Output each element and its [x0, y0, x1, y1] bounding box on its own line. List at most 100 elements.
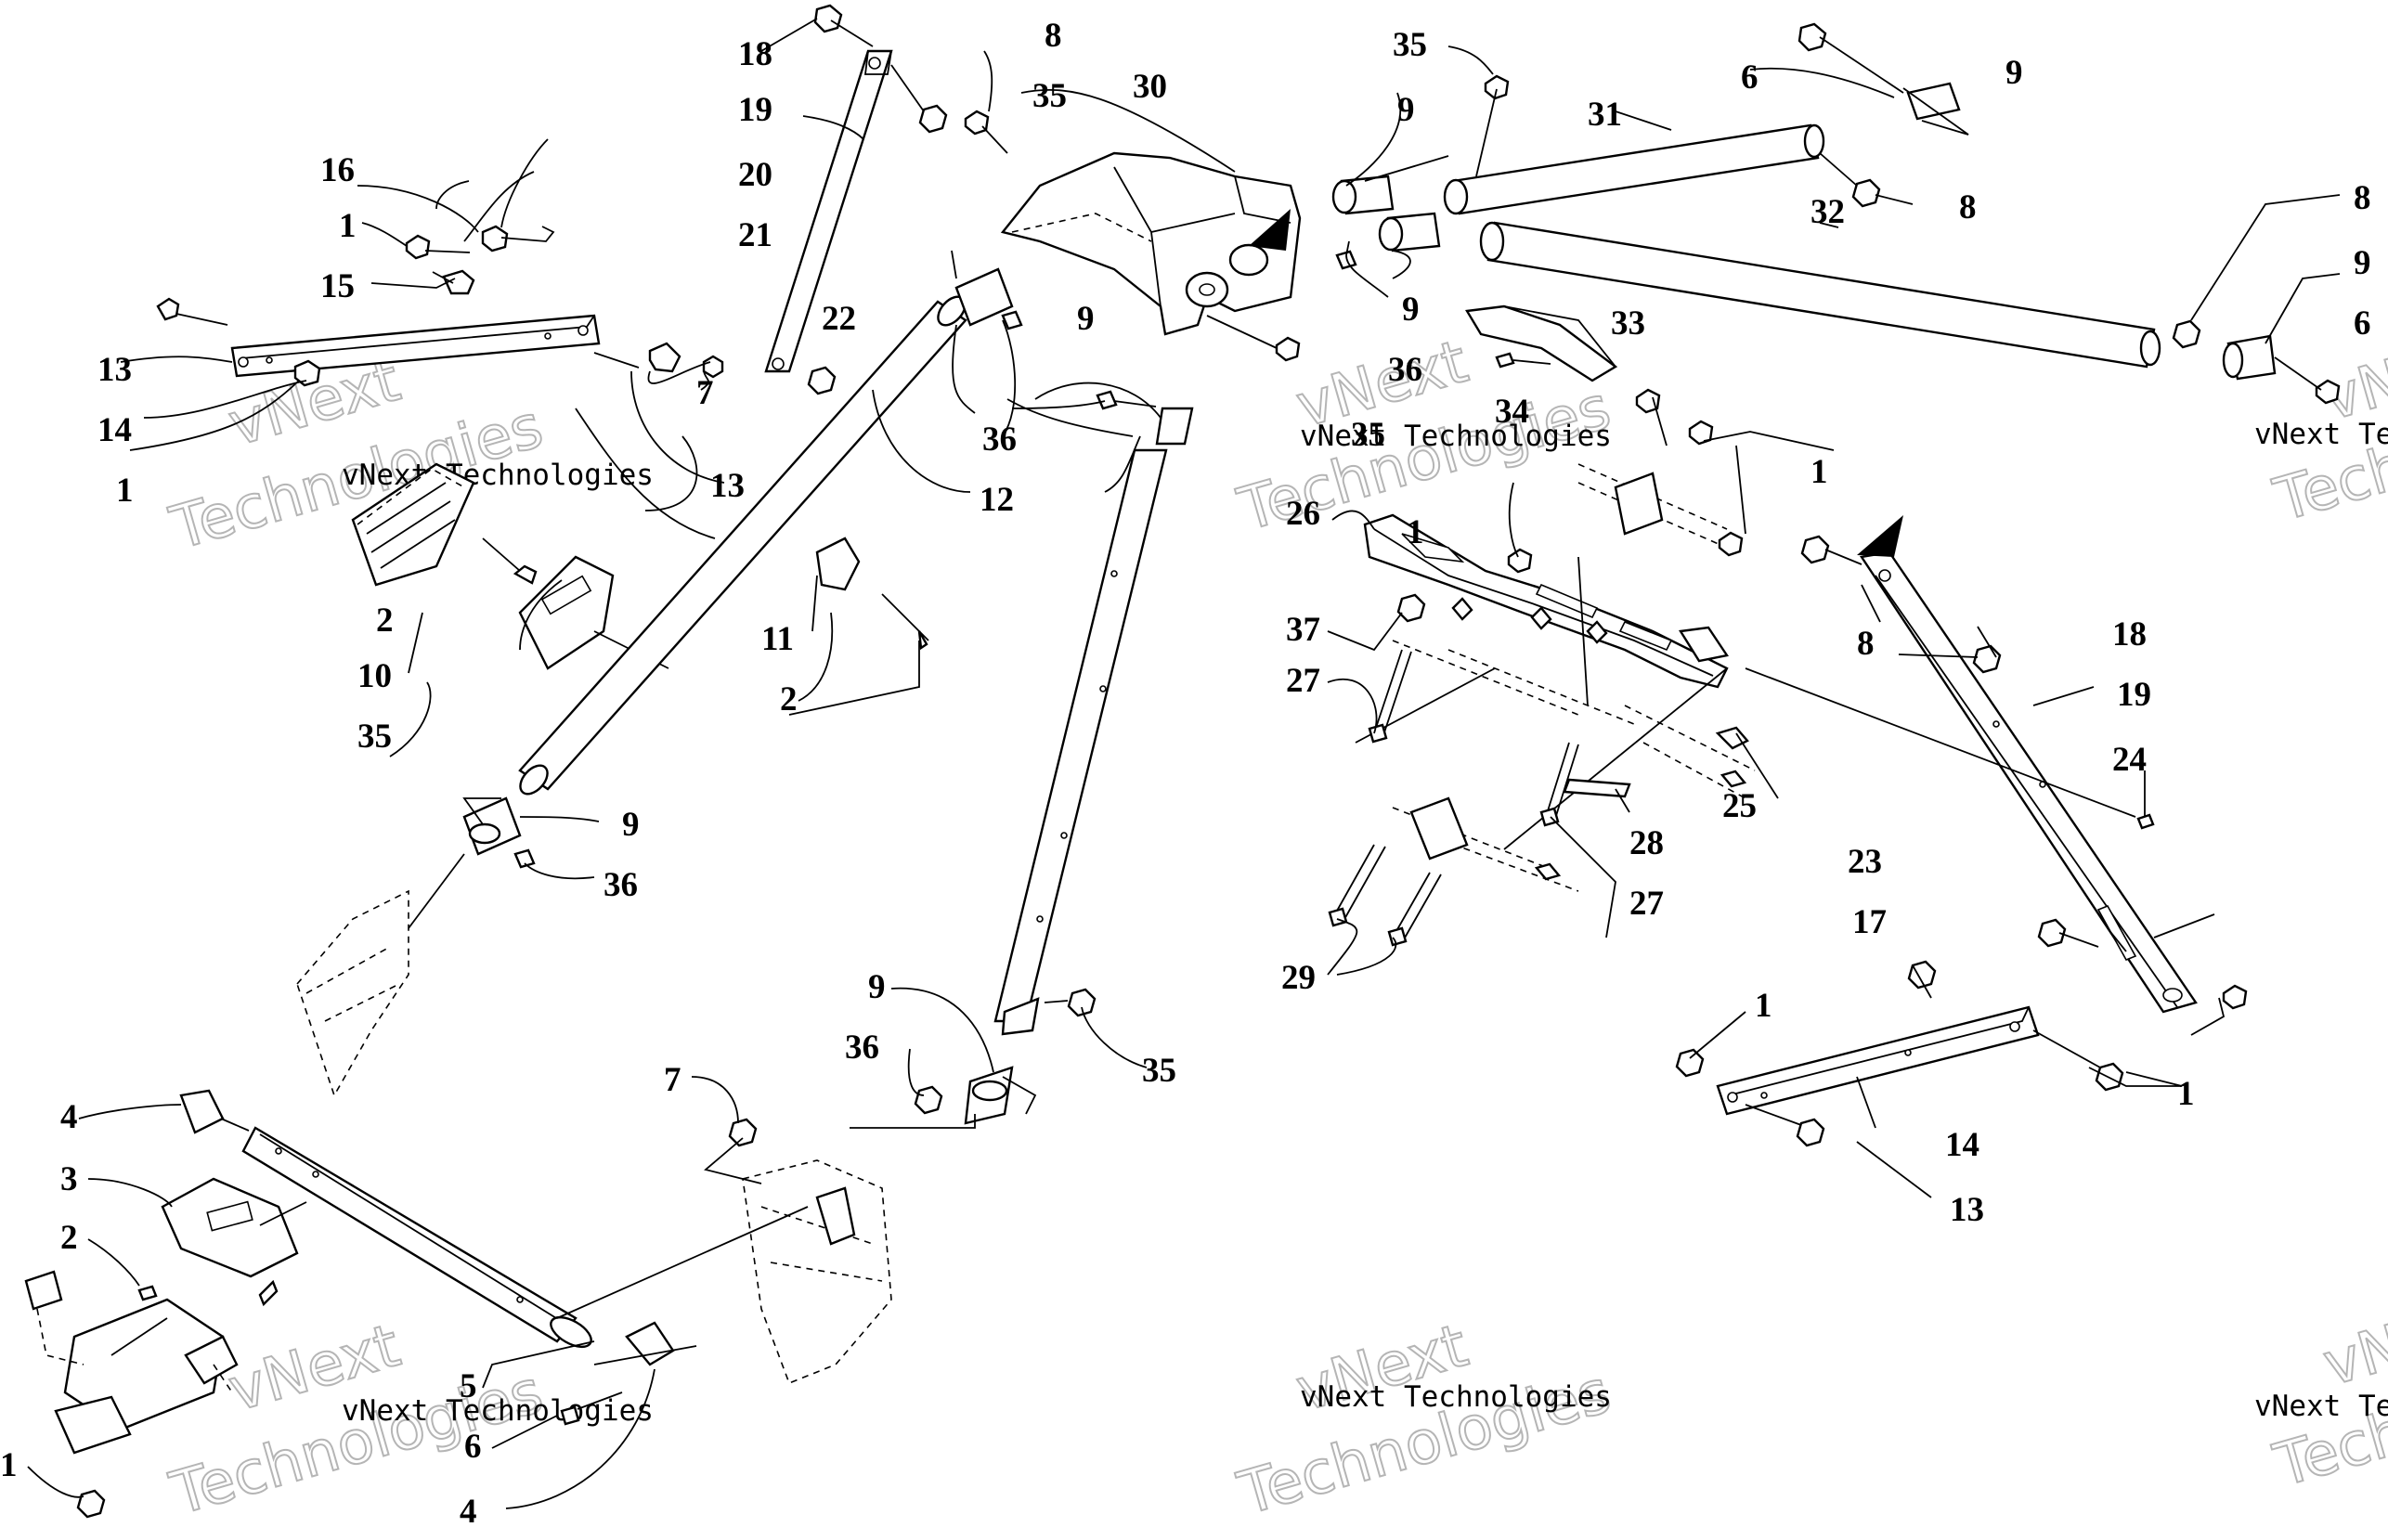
callout-1: 1	[1755, 987, 1772, 1025]
callout-9: 9	[1397, 91, 1415, 129]
bolts-27-29	[1328, 649, 1749, 947]
callout-6: 6	[2354, 304, 2371, 343]
callout-8: 8	[2354, 179, 2371, 217]
watermark-text: vNext Technologies	[1300, 420, 1612, 453]
bracket-26	[1363, 513, 1729, 689]
callout-15: 15	[320, 267, 355, 305]
callout-6: 6	[1741, 58, 1759, 97]
relay-module	[351, 462, 475, 587]
bracket-3	[137, 1177, 307, 1307]
tube-31	[1443, 123, 1825, 215]
callout-28: 28	[1629, 824, 1664, 862]
clamps-9-top	[1331, 155, 1449, 270]
callout-36: 36	[1388, 351, 1422, 389]
dash-mount-30	[1000, 151, 1302, 362]
callout-36: 36	[845, 1029, 879, 1067]
callout-24: 24	[2112, 741, 2147, 779]
nuts-1-cluster	[1396, 388, 1744, 623]
callout-9: 9	[868, 968, 886, 1006]
bar-19-right	[1745, 515, 2248, 1014]
callout-27: 27	[1629, 885, 1664, 923]
frame-ghost-center	[556, 1114, 976, 1385]
callout-11: 11	[761, 620, 794, 658]
tube-12	[518, 295, 967, 796]
callout-18: 18	[2112, 615, 2147, 654]
leader-lines	[27, 18, 2341, 1509]
callout-25: 25	[1722, 787, 1757, 825]
bar-19-upper	[764, 4, 1008, 395]
callout-35: 35	[1393, 26, 1427, 64]
callout-4: 4	[460, 1493, 477, 1531]
frame-ghost-left	[296, 853, 465, 1097]
callout-9: 9	[2354, 244, 2371, 282]
callout-33: 33	[1611, 304, 1645, 343]
tube-12-center	[993, 390, 1194, 1036]
watermark-text: vNext Technologies	[2254, 1390, 2388, 1423]
callout-19: 19	[738, 91, 772, 129]
callout-9: 9	[1077, 300, 1095, 338]
callout-8: 8	[1045, 17, 1062, 55]
watermark-text: vNext Technologies	[342, 459, 654, 492]
watermark-group: vNext Technologies vNext Technologies vN…	[162, 319, 2388, 1530]
callout-2: 2	[60, 1219, 78, 1257]
callout-13: 13	[97, 351, 132, 389]
callout-35: 35	[1351, 416, 1385, 454]
ghost-mounts	[1355, 463, 1756, 892]
callout-19: 19	[2117, 676, 2151, 714]
callout-7: 7	[664, 1061, 681, 1099]
watermark-text: vNext Technologies	[2254, 418, 2388, 451]
callout-1: 1	[116, 472, 134, 510]
callout-1: 1	[2177, 1075, 2195, 1113]
callout-21: 21	[738, 216, 772, 254]
callout-30: 30	[1133, 68, 1167, 106]
callout-13: 13	[1950, 1191, 1984, 1229]
callout-14: 14	[97, 411, 132, 449]
clamp-9-lower-left	[462, 796, 536, 869]
parts	[24, 4, 2341, 1519]
callout-13: 13	[710, 467, 745, 505]
callout-1: 1	[1810, 453, 1828, 491]
callout-5: 5	[460, 1367, 477, 1405]
tube-32	[1479, 221, 2161, 369]
callout-2: 2	[780, 680, 798, 718]
callout-26: 26	[1286, 495, 1320, 533]
crossbar-lower-right	[1675, 960, 2124, 1147]
callout-34: 34	[1495, 393, 1529, 431]
callout-22: 22	[822, 300, 856, 338]
callout-18: 18	[738, 35, 772, 73]
callout-9: 9	[1402, 291, 1420, 329]
callout-1: 1	[1407, 513, 1424, 551]
callout-8: 8	[1959, 188, 1977, 226]
bar-5	[179, 1089, 592, 1349]
clamp-9-upper-center	[951, 250, 1023, 330]
callout-12: 12	[980, 481, 1014, 519]
hardware-upper-left	[156, 225, 724, 387]
motor-assembly	[24, 1270, 239, 1519]
callout-31: 31	[1588, 96, 1622, 134]
clip-33	[1465, 304, 1618, 382]
callout-1: 1	[0, 1446, 18, 1484]
mount-11	[815, 537, 929, 651]
callout-36: 36	[982, 421, 1017, 459]
callout-10: 10	[357, 657, 392, 695]
watermark-text: vNext Technologies	[342, 1394, 654, 1428]
callout-1: 1	[339, 207, 357, 245]
callout-37: 37	[1286, 611, 1320, 649]
callout-35: 35	[1142, 1052, 1176, 1090]
callout-20: 20	[738, 156, 772, 194]
callout-2: 2	[376, 602, 394, 640]
callout-7: 7	[696, 374, 714, 412]
callout-27: 27	[1286, 662, 1320, 700]
watermark-text: vNext Technologies	[1300, 1380, 1612, 1414]
callout-35: 35	[1032, 77, 1067, 115]
callout-labels: 18 8 19 35 30 20 21 16 1 15 13 14 1 7 13…	[0, 17, 2371, 1531]
callout-29: 29	[1281, 959, 1316, 997]
callout-36: 36	[603, 866, 638, 904]
callout-9: 9	[2005, 54, 2023, 92]
callout-3: 3	[60, 1160, 78, 1198]
callout-17: 17	[1852, 903, 1887, 941]
clamp-9-lower-center	[914, 988, 1097, 1125]
clip-4-lower	[560, 1321, 697, 1426]
callout-8: 8	[1857, 625, 1875, 663]
